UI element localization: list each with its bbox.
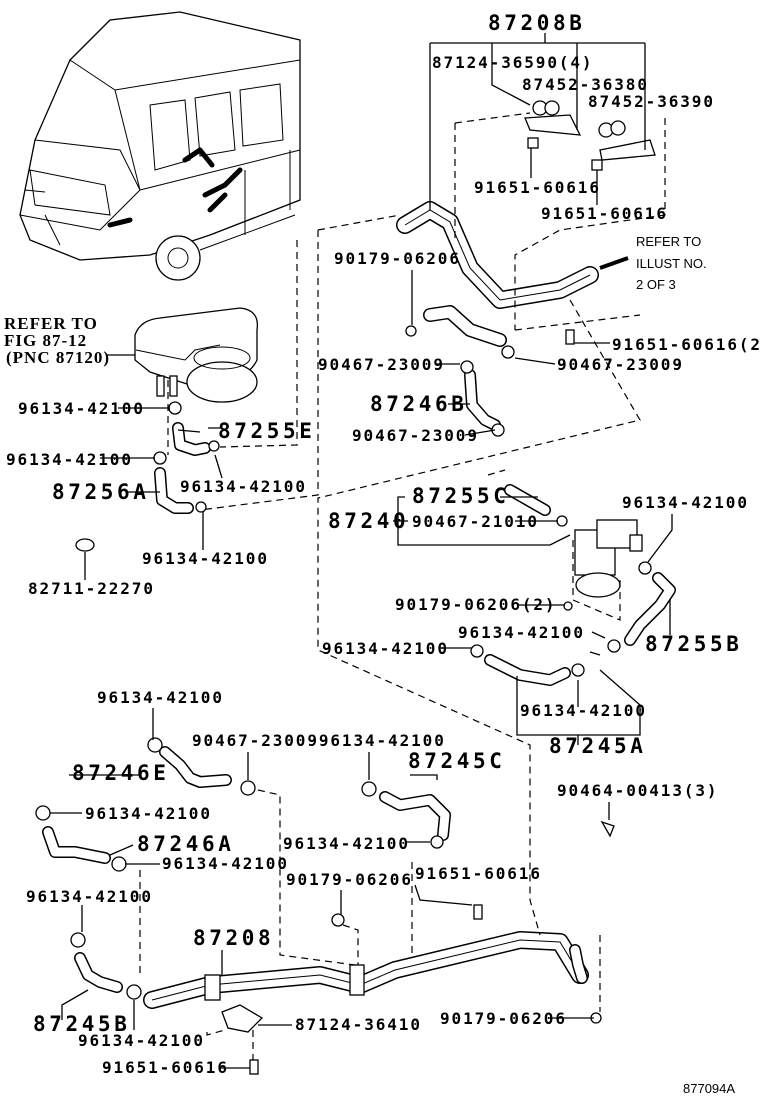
part-label: 96134-42100 [622, 493, 749, 512]
figure-id: 877094A [683, 1081, 735, 1096]
part-label: 87245B [33, 1012, 130, 1036]
part-label: 96134-42100 [180, 477, 307, 496]
part-label: 96134-42100 [85, 804, 212, 823]
part-label: 90467-23009 [352, 426, 479, 445]
part-label: 96134-42100 [322, 639, 449, 658]
part-label: 96134-42100 [458, 623, 585, 642]
part-label: 87245C [408, 749, 505, 773]
part-label: 96134-42100 [26, 887, 153, 906]
part-label: 90179-06206 [286, 870, 413, 889]
part-label: 90467-23009 [318, 355, 445, 374]
part-label: 87452-36390 [588, 92, 715, 111]
refer-line: REFER TO [4, 314, 98, 333]
part-label: 96134-42100 [78, 1031, 205, 1050]
part-label: 87255E [218, 419, 315, 443]
part-label: 96134-42100 [97, 688, 224, 707]
part-label: 87124-36590(4) [432, 53, 593, 72]
part-label: 87246E [72, 761, 169, 785]
refer-illust-note: REFER TO ILLUST NO. 2 OF 3 [636, 234, 707, 292]
part-label: 87255B [645, 632, 742, 656]
part-label: 87255C [412, 484, 509, 508]
part-label: 90179-06206 [440, 1009, 567, 1028]
refer-line: ILLUST NO. [636, 256, 707, 271]
part-label: 90179-06206 [334, 249, 461, 268]
refer-line: FIG 87-12 [4, 331, 87, 350]
part-label: 96134-42100 [162, 854, 289, 873]
pipe-assembly-upper [396, 201, 599, 347]
hoses [42, 369, 676, 993]
refer-line: 2 OF 3 [636, 277, 676, 292]
leader-lines [50, 33, 673, 1069]
heater-unit [134, 307, 259, 403]
part-label: 96134-42100 [18, 399, 145, 418]
part-label: 91651-60616 [102, 1058, 229, 1077]
part-label: 90467-2300996134-42100 [192, 731, 446, 750]
part-label: 87208B [488, 11, 585, 35]
refer-line: REFER TO [636, 234, 701, 249]
part-label: 91651-60616(2) [612, 335, 760, 354]
part-label: 91651-60616 [474, 178, 601, 197]
part-label: 90179-06206(2) [395, 595, 556, 614]
part-label: 87256A [52, 480, 149, 504]
dashed-guides [139, 112, 666, 1060]
part-label: 96134-42100 [283, 834, 410, 853]
part-label: 87246B [370, 392, 467, 416]
part-label: 90467-21010 [412, 512, 539, 531]
part-label: 90467-23009 [557, 355, 684, 374]
part-label: 87452-36380 [522, 75, 649, 94]
refer-line: (PNC 87120) [6, 348, 110, 367]
part-label: 96134-42100 [520, 701, 647, 720]
part-label: 90464-00413(3) [557, 781, 718, 800]
part-label: 91651-60616 [415, 864, 542, 883]
part-labels: 87208B 87124-36590(4) 87452-36380 87452-… [6, 11, 760, 1077]
water-valve [574, 519, 643, 598]
refer-fig-note: REFER TO FIG 87-12 (PNC 87120) [4, 314, 110, 367]
part-label: 87124-36410 [295, 1015, 422, 1034]
part-label: 91651-60616 [541, 204, 668, 223]
part-label: 96134-42100 [142, 549, 269, 568]
part-label: 87246A [137, 832, 234, 856]
part-label: 87245A [549, 734, 646, 758]
part-label: 96134-42100 [6, 450, 133, 469]
pipe-assembly-lower [143, 931, 589, 1009]
van-illustration [19, 11, 301, 281]
part-label: 87240 [328, 509, 409, 533]
clamps [35, 100, 656, 1075]
part-label: 82711-22270 [28, 579, 155, 598]
part-label: 87208 [193, 926, 274, 950]
